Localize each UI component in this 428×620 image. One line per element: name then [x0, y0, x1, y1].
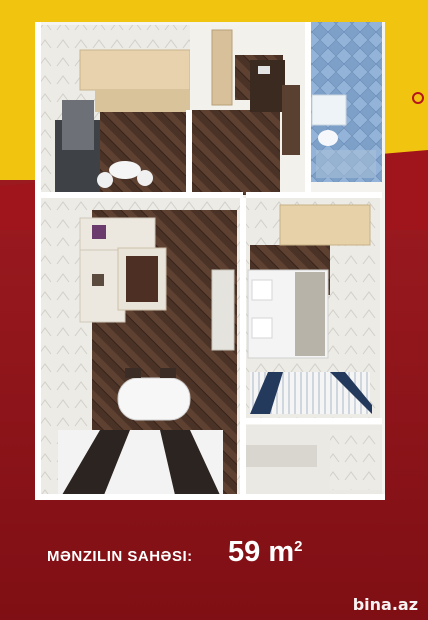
bathroom [310, 22, 382, 182]
logo-fragment [412, 92, 424, 104]
area-number: 59 m [228, 536, 295, 568]
interior-walls [35, 22, 385, 500]
balcony [242, 425, 382, 500]
kitchen [40, 25, 191, 195]
area-unit-superscript: 2 [294, 538, 303, 555]
living-room [40, 195, 240, 500]
area-value: 59 m2 [228, 536, 302, 569]
area-label: MƏNZILIN SAHƏSI: [47, 548, 193, 565]
hallway [190, 25, 310, 195]
watermark: bina.az [352, 595, 418, 614]
bedroom [245, 195, 380, 420]
